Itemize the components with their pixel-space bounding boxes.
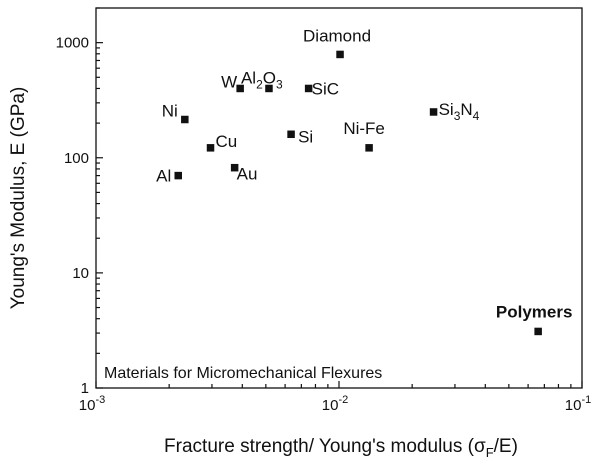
point-label-part: Au	[237, 165, 258, 184]
point-label-al2o3: Al2O3	[241, 68, 283, 91]
chart-annotation: Materials for Micromechanical Flexures	[104, 365, 382, 382]
y-tick-label: 100	[64, 150, 89, 167]
point-label-part: Ni-Fe	[343, 119, 385, 138]
data-point-sic	[304, 84, 313, 93]
point-label-part: 3	[276, 77, 283, 91]
data-point-cu	[206, 144, 215, 152]
data-point-au	[230, 163, 239, 172]
point-label-part: Polymers	[496, 302, 573, 321]
point-label-part: Al	[241, 68, 256, 87]
point-label-part: Ni	[162, 101, 178, 120]
data-point-w	[236, 84, 244, 93]
point-label-polymers: Polymers	[496, 302, 573, 321]
point-label-ni-fe: Ni-Fe	[343, 119, 385, 138]
axis-ticks	[95, 7, 583, 389]
plot-frame	[95, 7, 583, 389]
point-label-part: Cu	[216, 132, 238, 151]
x-axis-title: Fracture strength/ Young's modulus (σF/E…	[164, 436, 518, 460]
x-tick-exponent: -1	[581, 394, 591, 406]
point-label-part: W	[221, 72, 237, 91]
point-label-si: Si	[298, 127, 313, 146]
data-point-ni	[181, 115, 189, 124]
x-axis-title-symbol: σ	[474, 436, 486, 457]
point-label-al: Al	[156, 167, 171, 186]
y-tick-label: 10	[72, 265, 89, 282]
point-label-part: N	[460, 100, 472, 119]
x-tick-label: 10-1	[565, 394, 591, 414]
point-label-part: 2	[256, 77, 263, 91]
x-tick-label: 10-2	[322, 394, 348, 414]
point-label-part: 3	[454, 109, 461, 123]
point-label-part: Si	[298, 127, 313, 146]
data-point-si3n4	[429, 108, 438, 116]
point-label-sic: SiC	[312, 79, 339, 98]
y-axis-title: Young's Modulus, E (GPa)	[8, 87, 29, 310]
point-label-cu: Cu	[216, 132, 238, 151]
x-tick-exponent: -2	[338, 394, 348, 406]
data-point-ni-fe	[365, 144, 373, 152]
data-point-al	[174, 171, 182, 180]
data-point-diamond	[336, 50, 344, 59]
y-tick-label: 1	[81, 380, 89, 397]
x-axis-title-tail: /E)	[494, 436, 518, 457]
x-tick-exponent: -3	[95, 394, 105, 406]
x-tick-label: 10-3	[79, 394, 105, 414]
x-axis-title-subscript: F	[486, 445, 494, 460]
data-points	[174, 50, 542, 336]
y-tick-label: 1000	[56, 35, 89, 52]
point-label-part: Si	[439, 100, 454, 119]
point-label-w: W	[221, 72, 237, 91]
point-label-part: Al	[156, 167, 171, 186]
point-label-part: O	[263, 68, 276, 87]
point-label-diamond: Diamond	[303, 26, 371, 45]
point-label-part: Diamond	[303, 26, 371, 45]
point-label-part: SiC	[312, 79, 339, 98]
point-label-ni: Ni	[162, 101, 178, 120]
point-label-au: Au	[237, 165, 258, 184]
point-label-si3n4: Si3N4	[439, 100, 480, 123]
point-label-part: 4	[473, 109, 480, 123]
data-point-al2o3	[265, 84, 273, 93]
data-point-si	[287, 130, 295, 139]
x-tick-base: 10	[322, 397, 339, 414]
x-tick-base: 10	[565, 397, 582, 414]
x-axis-title-main: Fracture strength/ Young's modulus (	[164, 436, 475, 457]
x-tick-base: 10	[79, 397, 96, 414]
data-point-polymers	[534, 327, 542, 336]
